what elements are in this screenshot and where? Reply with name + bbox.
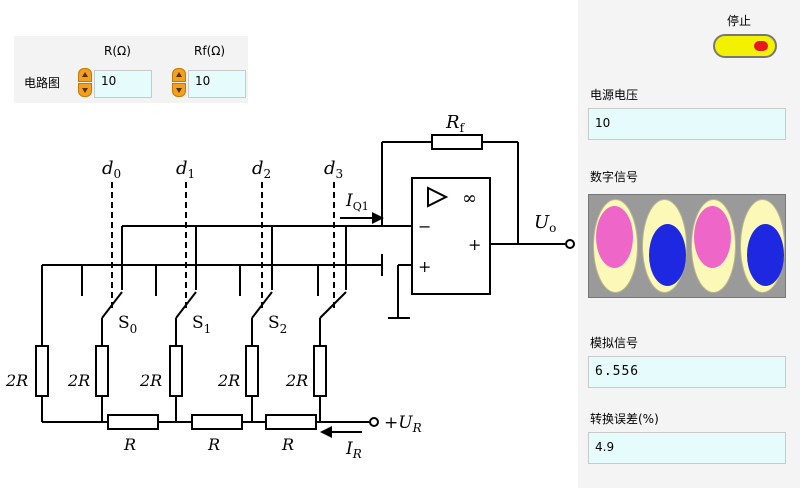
led-bit xyxy=(642,199,687,293)
opamp-triangle-icon xyxy=(427,186,449,208)
2r-resistor xyxy=(35,345,49,397)
opamp-body xyxy=(411,177,491,295)
led-bit xyxy=(593,199,638,293)
opamp-inf-label: ∞ xyxy=(462,188,477,209)
iq1-arrow-icon xyxy=(372,212,384,224)
2r-label: 2R xyxy=(5,371,28,390)
supply-voltage-field[interactable]: 10 xyxy=(588,108,786,140)
led-bit xyxy=(740,199,785,293)
digital-signal-label: 数字信号 xyxy=(590,170,639,184)
ur-label: +UR xyxy=(384,413,422,435)
2r-label: 2R xyxy=(139,371,162,390)
rf-resistor xyxy=(431,134,483,150)
opamp-minus-label: − xyxy=(418,217,431,236)
opamp-plus-label: + xyxy=(418,257,431,276)
top-band xyxy=(0,0,248,36)
rf-decrement-button[interactable] xyxy=(172,83,186,97)
circuit-label: 电路图 xyxy=(24,76,61,90)
rf-header: Rf(Ω) xyxy=(194,44,226,58)
r-label: R xyxy=(207,435,220,454)
iq1-label: IQ1 xyxy=(345,191,369,213)
r-resistor xyxy=(265,414,317,430)
s0-label: S0 xyxy=(118,313,137,336)
opamp-out-plus-label: + xyxy=(468,235,481,254)
stop-button[interactable] xyxy=(713,34,777,58)
r-decrement-button[interactable] xyxy=(78,83,92,97)
analog-signal-label: 模拟信号 xyxy=(590,336,639,350)
s2-label: S2 xyxy=(268,313,287,336)
rf-label: Rf xyxy=(445,112,466,135)
rf-increment-button[interactable] xyxy=(172,68,186,82)
d2-label: d2 xyxy=(252,158,271,181)
ir-label: IR xyxy=(345,439,362,461)
r-label: R xyxy=(281,435,294,454)
conversion-error-label: 转换误差(%) xyxy=(590,412,659,426)
2r-label: 2R xyxy=(67,371,90,390)
r-resistor xyxy=(107,414,159,430)
r-label: R xyxy=(123,435,136,454)
r-increment-button[interactable] xyxy=(78,68,92,82)
d0-label: d0 xyxy=(102,158,121,181)
circuit-diagram: Rf ∞ − + + IQ1 Uo d0 d1 d2 d3 S0 S1 S2 2… xyxy=(5,112,575,461)
supply-voltage-label: 电源电压 xyxy=(590,88,639,102)
2r-label: 2R xyxy=(217,371,240,390)
2r-resistor xyxy=(169,345,183,397)
stop-indicator-icon xyxy=(754,41,768,51)
d3-label: d3 xyxy=(324,158,343,181)
2r-resistor xyxy=(95,345,109,397)
rf-input[interactable]: 10 xyxy=(188,70,246,98)
s1-label: S1 xyxy=(192,313,211,336)
ir-arrow-icon xyxy=(320,426,332,438)
r-header: R(Ω) xyxy=(104,44,131,58)
uo-label: Uo xyxy=(534,212,556,235)
digital-signal-leds xyxy=(588,194,786,298)
d1-label: d1 xyxy=(176,158,195,181)
analog-signal-field: 6.556 xyxy=(588,356,786,388)
conversion-error-field: 4.9 xyxy=(588,432,786,464)
2r-resistor xyxy=(313,345,327,397)
r-resistor xyxy=(191,414,243,430)
2r-label: 2R xyxy=(285,371,308,390)
stop-label: 停止 xyxy=(727,14,752,28)
led-bit xyxy=(691,199,736,293)
rf-spinner[interactable] xyxy=(172,68,186,98)
r-input[interactable]: 10 xyxy=(94,70,152,98)
2r-resistor xyxy=(245,345,259,397)
r-spinner[interactable] xyxy=(78,68,92,98)
